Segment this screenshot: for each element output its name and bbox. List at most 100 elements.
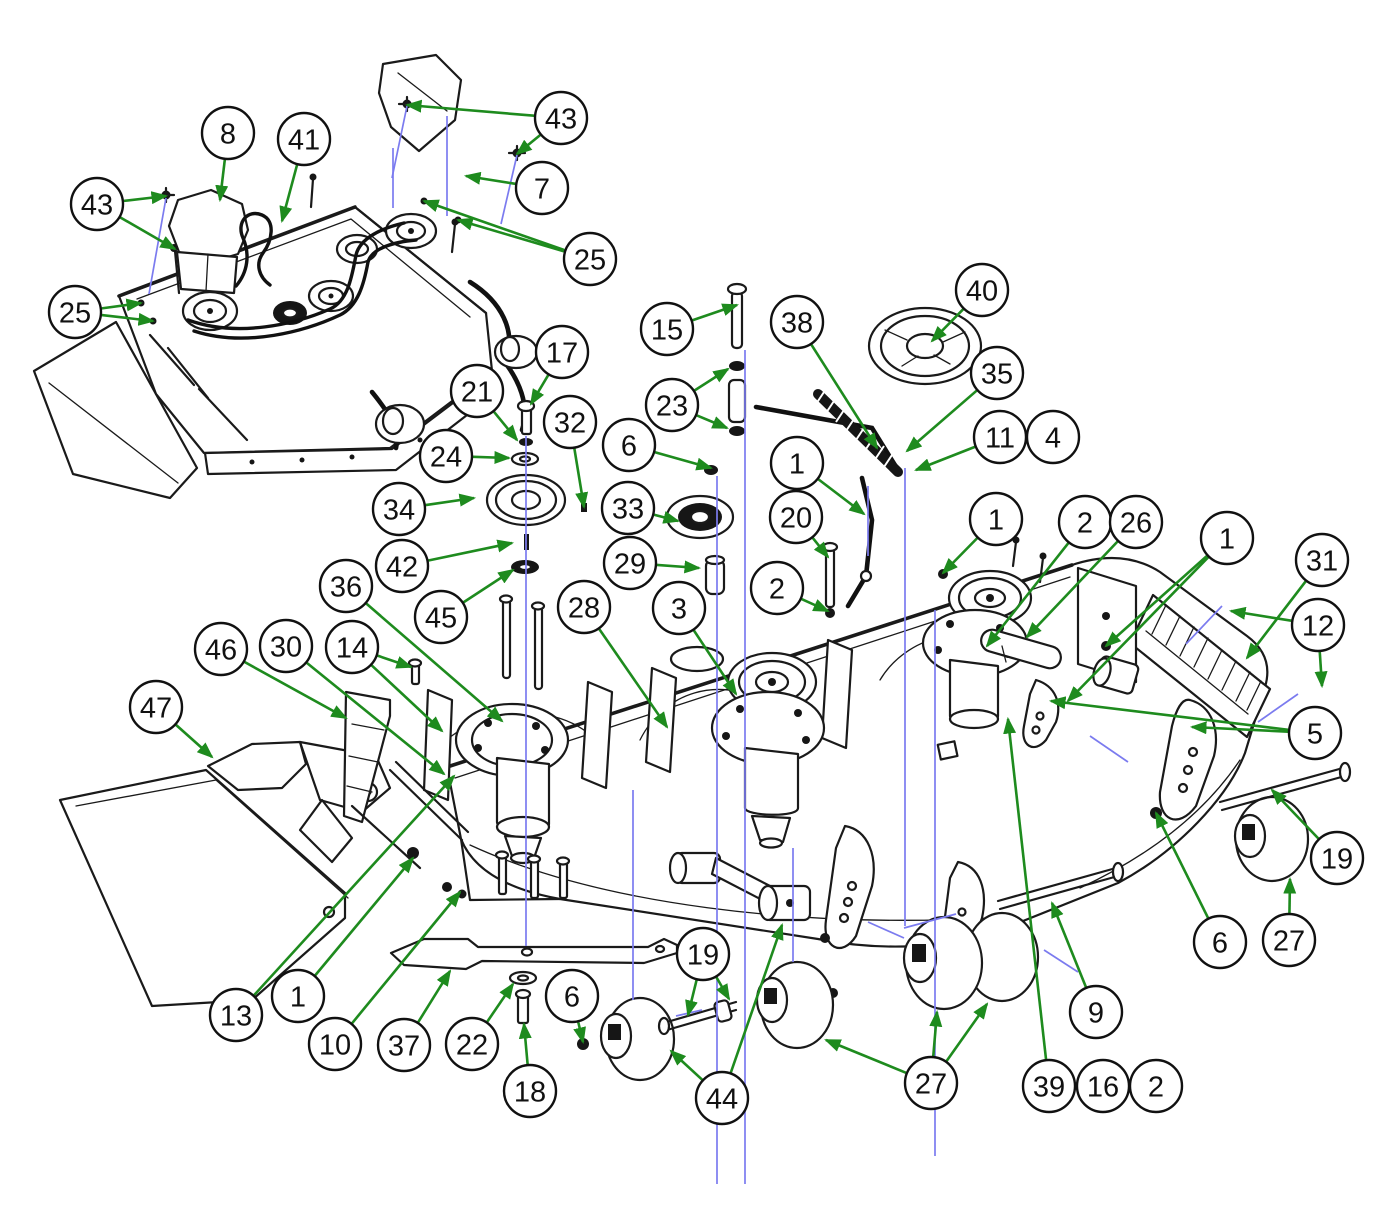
callout-balloon-46[interactable] [193, 621, 249, 677]
callout-26[interactable]: 26 [1025, 494, 1164, 639]
callout-12[interactable]: 12 [1228, 597, 1346, 689]
callout-balloon-1[interactable] [968, 491, 1024, 547]
callout-number-25[interactable]: 25 [59, 297, 91, 329]
callout-balloon-25[interactable] [47, 284, 103, 340]
callout-1[interactable]: 1 [769, 435, 866, 516]
callout-balloon-3[interactable] [651, 580, 707, 636]
callout-8[interactable]: 8 [200, 105, 256, 203]
callout-balloon-19[interactable] [1309, 830, 1365, 886]
callout-number-5[interactable]: 5 [1307, 718, 1323, 750]
callout-number-9[interactable]: 9 [1088, 997, 1104, 1029]
callout-41[interactable]: 41 [276, 111, 332, 224]
callout-29[interactable]: 29 [602, 535, 702, 591]
callout-5[interactable]: 5 [1048, 696, 1343, 761]
callout-balloon-21[interactable] [449, 363, 505, 419]
callout-number-40[interactable]: 40 [966, 275, 998, 307]
callout-6[interactable]: 6 [601, 417, 714, 473]
callout-1[interactable]: 1 [941, 491, 1024, 575]
callout-balloon-22[interactable] [444, 1016, 500, 1072]
callout-number-43[interactable]: 43 [81, 189, 113, 221]
callout-number-2[interactable]: 2 [1077, 507, 1093, 539]
callout-6[interactable]: 6 [1154, 811, 1248, 970]
callout-number-19[interactable]: 19 [687, 939, 719, 971]
callout-balloon-40[interactable] [954, 262, 1010, 318]
callout-33[interactable]: 33 [600, 480, 681, 536]
callout-balloon-38[interactable] [769, 294, 825, 350]
callout-number-30[interactable]: 30 [270, 631, 302, 663]
callout-balloon-15[interactable] [639, 301, 695, 357]
callout-3[interactable]: 3 [651, 580, 738, 696]
callout-27[interactable]: 27 [1261, 876, 1317, 968]
callout-balloon-17[interactable] [534, 324, 590, 380]
callout-2[interactable]: 2 [1128, 1058, 1184, 1114]
callout-14[interactable]: 14 [324, 619, 444, 733]
callout-balloon-32[interactable] [542, 394, 598, 450]
callout-balloon-6[interactable] [601, 417, 657, 473]
callout-13[interactable]: 13 [208, 774, 456, 1043]
callout-balloon-12[interactable] [1290, 597, 1346, 653]
callout-22[interactable]: 22 [444, 982, 515, 1072]
callout-balloon-5[interactable] [1287, 705, 1343, 761]
callout-number-37[interactable]: 37 [388, 1030, 420, 1062]
callout-25[interactable]: 25 [47, 284, 156, 340]
callout-11[interactable]: 11 [914, 409, 1028, 472]
callout-number-6[interactable]: 6 [621, 430, 637, 462]
callout-number-34[interactable]: 34 [383, 494, 415, 526]
callout-balloon-41[interactable] [276, 111, 332, 167]
callout-number-33[interactable]: 33 [612, 493, 644, 525]
callout-43[interactable]: 43 [404, 90, 589, 156]
callout-16[interactable]: 16 [1075, 1058, 1131, 1114]
callout-number-27[interactable]: 27 [1273, 925, 1305, 957]
callout-45[interactable]: 45 [413, 568, 515, 645]
callout-number-10[interactable]: 10 [319, 1029, 351, 1061]
callout-number-2[interactable]: 2 [769, 573, 785, 605]
callout-balloon-4[interactable] [1025, 409, 1081, 465]
callout-balloon-19[interactable] [675, 926, 731, 982]
callout-43[interactable]: 43 [69, 176, 177, 251]
callout-number-17[interactable]: 17 [546, 337, 578, 369]
callout-number-15[interactable]: 15 [651, 314, 683, 346]
callout-number-4[interactable]: 4 [1045, 422, 1061, 454]
callout-balloon-44[interactable] [694, 1070, 750, 1126]
callout-number-13[interactable]: 13 [220, 1000, 252, 1032]
callout-46[interactable]: 46 [193, 621, 348, 720]
callout-15[interactable]: 15 [639, 301, 739, 357]
callout-42[interactable]: 42 [374, 538, 515, 594]
callout-number-47[interactable]: 47 [140, 692, 172, 724]
callout-balloon-14[interactable] [324, 619, 380, 675]
callout-number-8[interactable]: 8 [220, 118, 236, 150]
callout-balloon-10[interactable] [307, 1016, 363, 1072]
callout-balloon-43[interactable] [69, 176, 125, 232]
callout-35[interactable]: 35 [905, 345, 1025, 453]
callout-number-43[interactable]: 43 [545, 103, 577, 135]
callout-40[interactable]: 40 [930, 262, 1010, 343]
callout-17[interactable]: 17 [529, 324, 590, 406]
callout-31[interactable]: 31 [1245, 532, 1350, 660]
callout-36[interactable]: 36 [318, 558, 504, 723]
callout-47[interactable]: 47 [128, 679, 214, 759]
callout-balloon-26[interactable] [1108, 494, 1164, 550]
callout-number-6[interactable]: 6 [1212, 927, 1228, 959]
callout-19[interactable]: 19 [675, 926, 731, 1018]
callout-number-32[interactable]: 32 [554, 407, 586, 439]
callout-balloon-37[interactable] [376, 1017, 432, 1073]
callout-18[interactable]: 18 [502, 1021, 558, 1119]
callout-balloon-18[interactable] [502, 1063, 558, 1119]
callout-number-26[interactable]: 26 [1120, 507, 1152, 539]
callout-number-44[interactable]: 44 [706, 1083, 738, 1115]
callout-number-16[interactable]: 16 [1087, 1071, 1119, 1103]
callout-number-24[interactable]: 24 [430, 441, 462, 473]
callout-10[interactable]: 10 [307, 890, 462, 1072]
callout-number-7[interactable]: 7 [534, 173, 550, 205]
callout-balloon-1[interactable] [1199, 510, 1255, 566]
callout-30[interactable]: 30 [258, 618, 446, 776]
callout-balloon-31[interactable] [1294, 532, 1350, 588]
callout-number-45[interactable]: 45 [425, 602, 457, 634]
callout-number-2[interactable]: 2 [1148, 1071, 1164, 1103]
callout-21[interactable]: 21 [449, 363, 519, 442]
callout-number-18[interactable]: 18 [514, 1076, 546, 1108]
callout-balloon-29[interactable] [602, 535, 658, 591]
callout-number-3[interactable]: 3 [671, 593, 687, 625]
callout-balloon-43[interactable] [533, 90, 589, 146]
callout-number-46[interactable]: 46 [205, 634, 237, 666]
